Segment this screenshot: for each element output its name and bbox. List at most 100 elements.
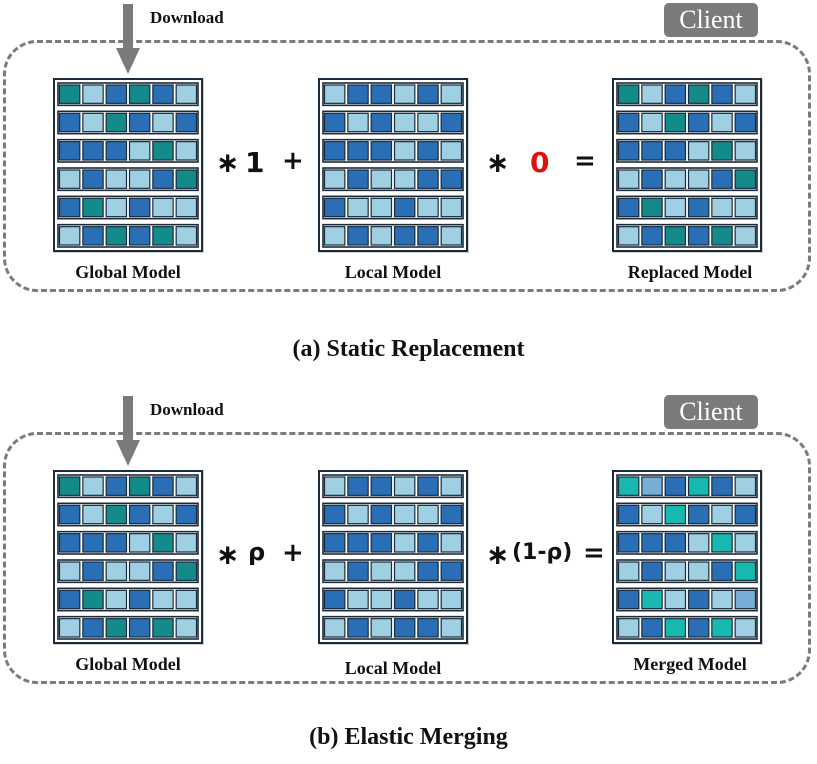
grid-cell — [734, 84, 757, 104]
grid-cell — [641, 197, 663, 218]
local-coefficient: 0 — [530, 146, 550, 179]
grid-cell — [370, 589, 393, 610]
grid-cell — [105, 226, 128, 246]
grid-cell — [641, 226, 663, 246]
multiply-operator: ∗ — [486, 538, 510, 571]
grid-cell — [105, 589, 128, 610]
grid-cell — [105, 533, 128, 553]
grid-cell — [440, 226, 463, 246]
grid-cell — [323, 476, 346, 496]
grid-cell — [347, 561, 369, 581]
grid-cell — [128, 618, 151, 638]
grid-cell — [440, 169, 463, 189]
grid-cell — [128, 476, 151, 496]
local-coefficient: (1-ρ) — [512, 540, 573, 565]
grid-cell — [152, 84, 174, 104]
local-model-matrix — [318, 78, 468, 252]
grid-cell — [152, 533, 174, 553]
grid-cell — [687, 226, 710, 246]
grid-cell — [323, 504, 346, 525]
multiply-operator: ∗ — [216, 146, 240, 179]
grid-cell — [393, 226, 416, 246]
grid-cell — [711, 197, 733, 218]
client-frame — [3, 40, 811, 292]
replaced-model-matrix — [612, 78, 762, 252]
grid-cell — [152, 141, 174, 161]
grid-cell — [82, 561, 104, 581]
grid-cell — [152, 169, 174, 189]
grid-cell — [82, 589, 104, 610]
grid-cell — [323, 112, 346, 133]
grid-cell — [347, 169, 369, 189]
grid-cell — [323, 589, 346, 610]
grid-cell — [664, 141, 687, 161]
grid-cell — [370, 197, 393, 218]
grid-cell — [711, 561, 733, 581]
grid-cell — [664, 618, 687, 638]
grid-cell — [175, 169, 198, 189]
grid-cell — [347, 84, 369, 104]
grid-cell — [347, 504, 369, 525]
grid-cell — [175, 504, 198, 525]
grid-cell — [664, 84, 687, 104]
grid-cell — [417, 561, 439, 581]
download-arrow-icon — [116, 396, 140, 466]
grid-cell — [128, 533, 151, 553]
grid-cell — [617, 618, 640, 638]
grid-cell — [323, 618, 346, 638]
grid-cell — [82, 504, 104, 525]
grid-cell — [58, 561, 81, 581]
grid-cell — [417, 169, 439, 189]
grid-cell — [58, 169, 81, 189]
grid-cell — [152, 589, 174, 610]
grid-cell — [440, 504, 463, 525]
grid-cell — [323, 533, 346, 553]
grid-cell — [734, 589, 757, 610]
grid-cell — [417, 476, 439, 496]
grid-cell — [440, 589, 463, 610]
grid-cell — [58, 504, 81, 525]
grid-cell — [370, 561, 393, 581]
grid-cell — [393, 141, 416, 161]
grid-cell — [128, 141, 151, 161]
grid-cell — [711, 84, 733, 104]
grid-cell — [128, 169, 151, 189]
grid-cell — [687, 504, 710, 525]
grid-cell — [175, 589, 198, 610]
grid-cell — [370, 504, 393, 525]
grid-cell — [323, 561, 346, 581]
grid-cell — [58, 618, 81, 638]
grid-cell — [440, 141, 463, 161]
global-coefficient: 1 — [245, 146, 265, 179]
grid-cell — [393, 169, 416, 189]
grid-cell — [370, 618, 393, 638]
grid-cell — [417, 197, 439, 218]
grid-cell — [370, 84, 393, 104]
download-label: Download — [150, 8, 224, 27]
grid-cell — [711, 112, 733, 133]
grid-cell — [82, 618, 104, 638]
grid-cell — [58, 533, 81, 553]
grid-cell — [641, 169, 663, 189]
grid-cell — [393, 533, 416, 553]
grid-cell — [347, 618, 369, 638]
grid-cell — [82, 533, 104, 553]
grid-cell — [393, 504, 416, 525]
grid-cell — [347, 197, 369, 218]
grid-cell — [617, 141, 640, 161]
grid-cell — [175, 533, 198, 553]
grid-cell — [370, 476, 393, 496]
grid-cell — [440, 533, 463, 553]
grid-cell — [641, 533, 663, 553]
grid-cell — [128, 589, 151, 610]
grid-cell — [734, 618, 757, 638]
grid-cell — [417, 84, 439, 104]
grid-cell — [734, 197, 757, 218]
panel-static-replacement: Client Download Global Model ∗ 1 + Local… — [3, 3, 811, 362]
grid-cell — [105, 504, 128, 525]
grid-cell — [734, 169, 757, 189]
plus-operator: + — [282, 538, 304, 568]
grid-cell — [734, 504, 757, 525]
grid-cell — [347, 589, 369, 610]
grid-cell — [617, 84, 640, 104]
